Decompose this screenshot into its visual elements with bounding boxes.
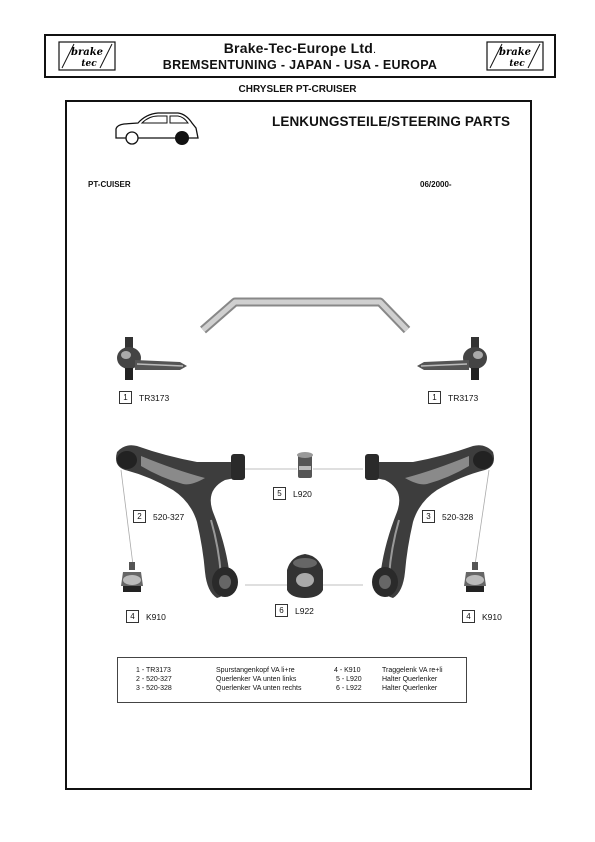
ball-joint-left-illustration (121, 562, 143, 592)
svg-text:tec: tec (509, 59, 525, 69)
svg-text:tec: tec (81, 59, 97, 69)
company-tagline: BREMSENTUNING - JAPAN - USA - EUROPA (162, 58, 438, 72)
svg-text:brake: brake (71, 47, 103, 58)
company-name: Brake-Tec-Europe Ltd. (223, 40, 377, 56)
diagram-frame (65, 100, 532, 790)
section-title: LENKUNGSTEILE/STEERING PARTS (272, 114, 511, 129)
brake-tec-logo-left: brake tec (58, 41, 116, 71)
tie-rod-end-right-illustration (417, 337, 487, 380)
legend-row: 3 - 520-328 Querlenker VA unten rechts (136, 685, 302, 692)
parts-diagram (116, 297, 494, 598)
header-banner: brake tec Brake-Tec-Europe Ltd. BREMSENT… (44, 34, 556, 78)
date-code: 06/2000- (420, 180, 452, 189)
parts-legend: 1 - TR3173 Spurstangenkopf VA li+re 2 - … (117, 657, 467, 703)
control-arm-left-illustration (116, 445, 245, 598)
model-title: CHRYSLER PT-CRUISER (238, 84, 357, 95)
legend-row: 6 - L922 Halter Querlenker (336, 685, 438, 692)
legend-row: 1 - TR3173 Spurstangenkopf VA li+re (136, 667, 295, 674)
legend-row: 2 - 520-327 Querlenker VA unten links (136, 676, 297, 683)
legend-row: 4 - K910 Traggelenk VA re+li (334, 667, 443, 674)
brake-tec-logo-right: brake tec (486, 41, 544, 71)
stabilizer-bar-illustration (200, 297, 411, 334)
ball-joint-right-illustration (464, 562, 486, 592)
bushing-l922-illustration (287, 554, 323, 598)
car-icon (115, 112, 199, 145)
bushing-l920-illustration (297, 452, 313, 478)
model-code: PT-CUISER (88, 180, 131, 189)
svg-text:brake: brake (499, 47, 531, 58)
tie-rod-end-left-illustration (117, 337, 187, 380)
legend-row: 5 - L920 Halter Querlenker (336, 676, 438, 683)
control-arm-right-illustration (365, 445, 494, 598)
